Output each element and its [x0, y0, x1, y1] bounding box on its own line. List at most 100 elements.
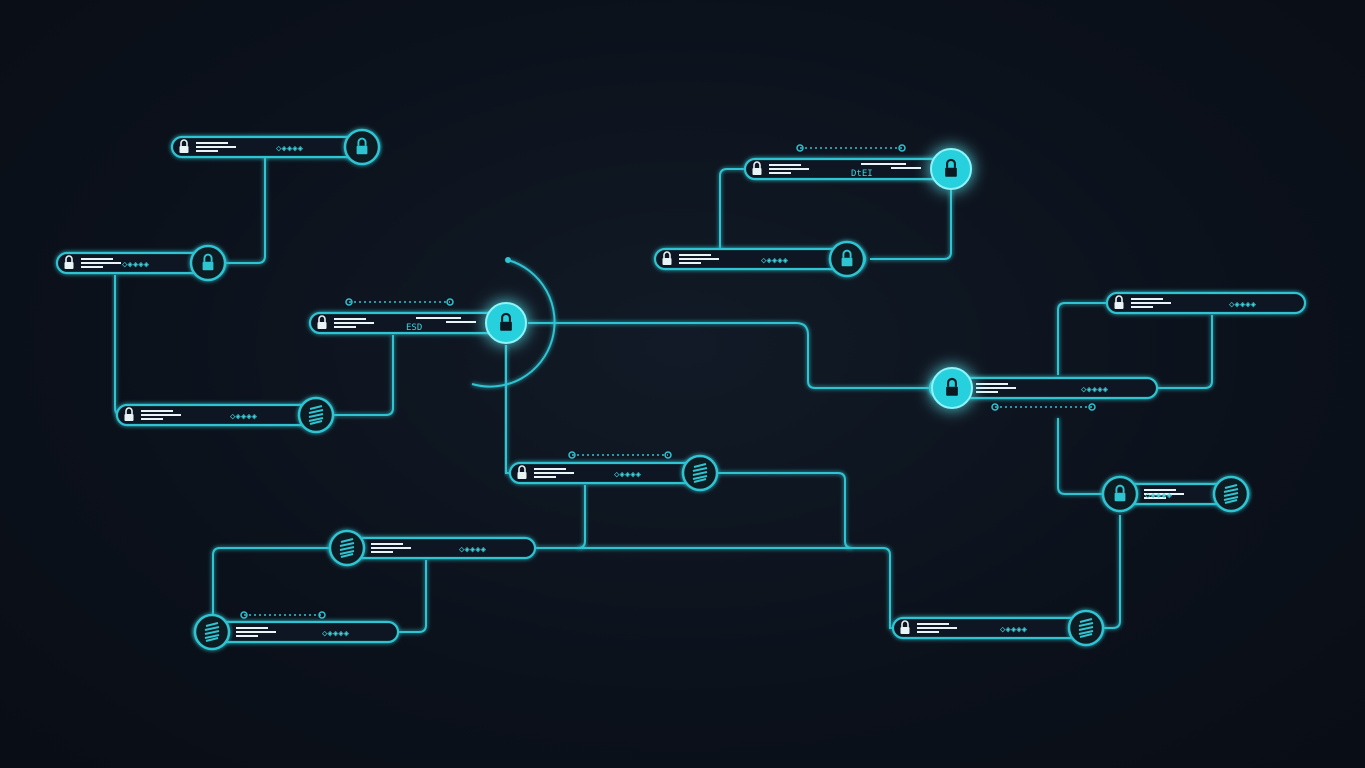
lock-icon — [202, 261, 214, 271]
text-line — [534, 472, 574, 474]
indicator-dot — [991, 403, 999, 411]
lock-icon-shackle — [203, 253, 213, 262]
text-line — [769, 172, 791, 174]
lock-icon — [179, 146, 189, 153]
lock-badge[interactable] — [485, 302, 527, 344]
lock-icon — [841, 257, 853, 267]
text-line — [1131, 298, 1163, 300]
connector-line — [172, 146, 266, 264]
network-node-n8[interactable]: DtEI — [743, 148, 972, 190]
lock-icon — [662, 258, 672, 265]
chip-icon — [1223, 484, 1239, 504]
lock-icon — [945, 167, 957, 177]
text-line — [534, 468, 566, 470]
connector-line — [1057, 418, 1103, 495]
lock-badge[interactable] — [930, 148, 972, 190]
text-line — [236, 631, 276, 633]
text-line — [917, 627, 957, 629]
chip-icon — [204, 622, 220, 642]
chip-icon — [692, 463, 708, 483]
text-line — [371, 543, 403, 545]
connector-line — [1102, 515, 1121, 629]
network-node-n11[interactable]: ◇◈◈◈◈ — [1105, 291, 1307, 315]
text-line — [371, 551, 393, 553]
text-line — [141, 414, 181, 416]
lock-icon — [517, 472, 527, 479]
lock-icon — [64, 262, 74, 269]
indicator-dot — [898, 144, 906, 152]
network-node-n1[interactable]: ◇◈◈◈◈ — [170, 128, 381, 166]
network-node-n4[interactable]: ◇◈◈◈◈ — [115, 396, 335, 434]
hex-pattern-icon: ◇◈◈◈◈ — [459, 545, 487, 555]
chip-badge[interactable] — [681, 454, 719, 492]
lock-icon-shackle — [65, 255, 73, 262]
text-line — [196, 142, 228, 144]
connector-line — [1057, 302, 1107, 375]
indicator-dot — [568, 451, 576, 459]
hex-pattern-icon: ◇◈◈◈◈ — [230, 412, 258, 422]
text-line — [976, 391, 998, 393]
lock-icon-shackle — [125, 407, 133, 414]
text-line — [976, 387, 1016, 389]
indicator-dot — [240, 611, 248, 619]
chip-badge[interactable] — [1212, 475, 1250, 513]
network-node-n13[interactable]: ◇◈◈◈◈ — [891, 609, 1105, 647]
text-line — [196, 146, 236, 148]
text-line — [196, 150, 218, 152]
node-code-label: DtEI — [851, 169, 873, 179]
lock-badge[interactable] — [931, 367, 973, 409]
indicator-dot — [345, 298, 353, 306]
text-line — [81, 262, 121, 264]
indicator-dot — [796, 144, 804, 152]
chip-badge[interactable] — [193, 613, 231, 651]
text-line — [534, 476, 556, 478]
chip-badge[interactable] — [328, 529, 366, 567]
hex-pattern-icon: ◇◈◈◈◈ — [1081, 385, 1109, 395]
lock-icon-shackle — [663, 251, 671, 258]
lock-icon-shackle — [180, 139, 188, 146]
hex-pattern-icon: ◇◈◈◈◈ — [1145, 491, 1173, 501]
lock-badge[interactable] — [189, 244, 227, 282]
lock-badge[interactable] — [828, 240, 866, 278]
lock-icon — [946, 386, 958, 396]
lock-icon-shackle — [357, 137, 367, 146]
network-node-n2[interactable]: ◇◈◈◈◈ — [55, 244, 227, 282]
network-node-n6[interactable]: ◇◈◈◈◈ — [328, 529, 537, 567]
lock-icon-shackle — [753, 161, 761, 168]
lock-icon — [1114, 492, 1126, 502]
connector-line — [577, 485, 586, 549]
text-line — [917, 623, 949, 625]
network-node-n7[interactable]: ◇◈◈◈◈ — [193, 613, 400, 651]
network-node-n9[interactable]: ◇◈◈◈◈ — [653, 240, 867, 278]
connector-line — [870, 190, 952, 260]
radar-arc — [471, 259, 556, 388]
network-node-n3[interactable]: ESD — [308, 302, 527, 344]
text-line — [976, 383, 1008, 385]
chip-icon — [1078, 618, 1094, 638]
chip-badge[interactable] — [297, 396, 335, 434]
hex-pattern-icon: ◇◈◈◈◈ — [761, 256, 789, 266]
network-node-n5[interactable]: ◇◈◈◈◈ — [508, 454, 719, 492]
node-code-label: ESD — [406, 323, 422, 333]
network-node-n12[interactable]: ◇◈◈◈◈ — [1101, 475, 1250, 513]
lock-icon-shackle — [1115, 295, 1123, 302]
hex-pattern-icon: ◇◈◈◈◈ — [614, 470, 642, 480]
text-line — [1131, 306, 1153, 308]
chip-badge[interactable] — [1067, 609, 1105, 647]
lock-badge[interactable] — [343, 128, 381, 166]
connector-line — [719, 168, 745, 250]
lock-badge[interactable] — [1101, 475, 1139, 513]
indicator-dot — [1088, 403, 1096, 411]
lock-icon-shackle — [518, 465, 526, 472]
connector-line — [535, 547, 893, 629]
lock-icon — [752, 168, 762, 175]
hex-pattern-icon: ◇◈◈◈◈ — [276, 144, 304, 154]
text-line — [1144, 497, 1166, 499]
text-line — [334, 326, 356, 328]
text-line — [236, 627, 268, 629]
text-line — [334, 318, 366, 320]
network-node-n10[interactable]: ◇◈◈◈◈ — [928, 367, 1159, 409]
lock-icon-shackle — [501, 312, 511, 322]
text-line — [416, 317, 461, 319]
